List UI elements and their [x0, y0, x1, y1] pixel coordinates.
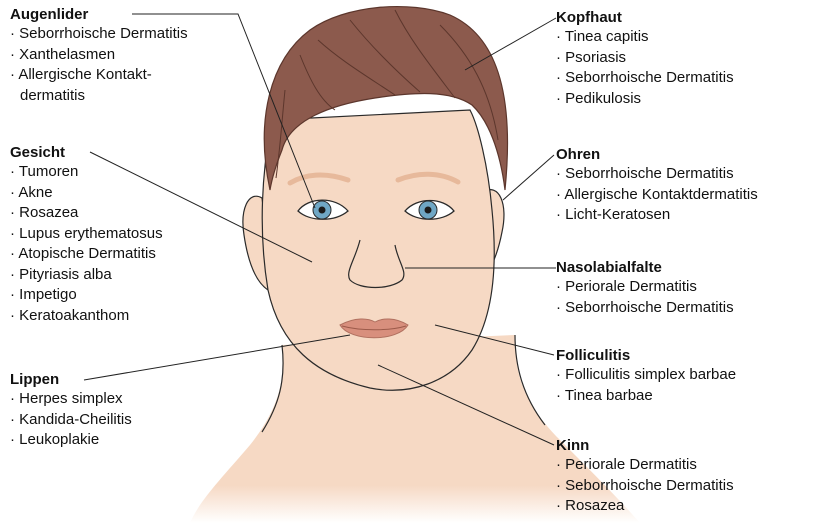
- list-item: Seborrhoische Dermatitis: [556, 476, 734, 497]
- leader-line-ohren: [503, 155, 554, 200]
- list-item-continuation: dermatitis: [10, 86, 188, 107]
- group-folliculitis: Folliculitis Folliculitis simplex barbae…: [556, 346, 736, 406]
- list-item: Pityriasis alba: [10, 265, 163, 286]
- list-item: Akne: [10, 183, 163, 204]
- list-item: Leukoplakie: [10, 430, 132, 451]
- list-item: Periorale Dermatitis: [556, 455, 734, 476]
- right-pupil: [425, 207, 432, 214]
- list-nasolabialfalte: Periorale Dermatitis Seborrhoische Derma…: [556, 277, 734, 318]
- list-kopfhaut: Tinea capitis Psoriasis Seborrhoische De…: [556, 27, 734, 109]
- heading-nasolabialfalte: Nasolabialfalte: [556, 258, 734, 277]
- list-item: Seborrhoische Dermatitis: [556, 298, 734, 319]
- heading-folliculitis: Folliculitis: [556, 346, 736, 365]
- heading-augenlider: Augenlider: [10, 5, 188, 24]
- list-item: Rosazea: [10, 203, 163, 224]
- list-item: Periorale Dermatitis: [556, 277, 734, 298]
- face-shape: [262, 110, 494, 390]
- list-item: Herpes simplex: [10, 389, 132, 410]
- list-item: Lupus erythematosus: [10, 224, 163, 245]
- group-kinn: Kinn Periorale Dermatitis Seborrhoische …: [556, 436, 734, 517]
- left-pupil: [319, 207, 326, 214]
- list-item: Allergische Kontaktdermatitis: [556, 185, 758, 206]
- list-item: Xanthelasmen: [10, 45, 188, 66]
- list-item: Pedikulosis: [556, 89, 734, 110]
- group-nasolabialfalte: Nasolabialfalte Periorale Dermatitis Seb…: [556, 258, 734, 318]
- group-augenlider: Augenlider Seborrhoische Dermatitis Xant…: [10, 5, 188, 106]
- heading-gesicht: Gesicht: [10, 143, 163, 162]
- list-lippen: Herpes simplex Kandida-Cheilitis Leukopl…: [10, 389, 132, 451]
- list-item: Impetigo: [10, 285, 163, 306]
- heading-lippen: Lippen: [10, 370, 132, 389]
- list-item: Tumoren: [10, 162, 163, 183]
- group-ohren: Ohren Seborrhoische Dermatitis Allergisc…: [556, 145, 758, 226]
- list-item: Atopische Dermatitis: [10, 244, 163, 265]
- group-gesicht: Gesicht Tumoren Akne Rosazea Lupus eryth…: [10, 143, 163, 326]
- list-item: Seborrhoische Dermatitis: [556, 164, 758, 185]
- list-item: Allergische Kontakt-: [10, 65, 188, 86]
- list-augenlider: Seborrhoische Dermatitis Xanthelasmen Al…: [10, 24, 188, 106]
- list-item: Seborrhoische Dermatitis: [10, 24, 188, 45]
- list-item: Tinea capitis: [556, 27, 734, 48]
- heading-kopfhaut: Kopfhaut: [556, 8, 734, 27]
- list-item: Kandida-Cheilitis: [10, 410, 132, 431]
- list-ohren: Seborrhoische Dermatitis Allergische Kon…: [556, 164, 758, 226]
- list-item: Psoriasis: [556, 48, 734, 69]
- heading-ohren: Ohren: [556, 145, 758, 164]
- list-item: Licht-Keratosen: [556, 205, 758, 226]
- group-kopfhaut: Kopfhaut Tinea capitis Psoriasis Seborrh…: [556, 8, 734, 109]
- heading-kinn: Kinn: [556, 436, 734, 455]
- list-item: Folliculitis simplex barbae: [556, 365, 736, 386]
- list-folliculitis: Folliculitis simplex barbae Tinea barbae: [556, 365, 736, 406]
- group-lippen: Lippen Herpes simplex Kandida-Cheilitis …: [10, 370, 132, 451]
- list-item: Keratoakanthom: [10, 306, 163, 327]
- list-gesicht: Tumoren Akne Rosazea Lupus erythematosus…: [10, 162, 163, 326]
- list-kinn: Periorale Dermatitis Seborrhoische Derma…: [556, 455, 734, 517]
- list-item: Tinea barbae: [556, 386, 736, 407]
- list-item: Seborrhoische Dermatitis: [556, 68, 734, 89]
- list-item: Rosazea: [556, 496, 734, 517]
